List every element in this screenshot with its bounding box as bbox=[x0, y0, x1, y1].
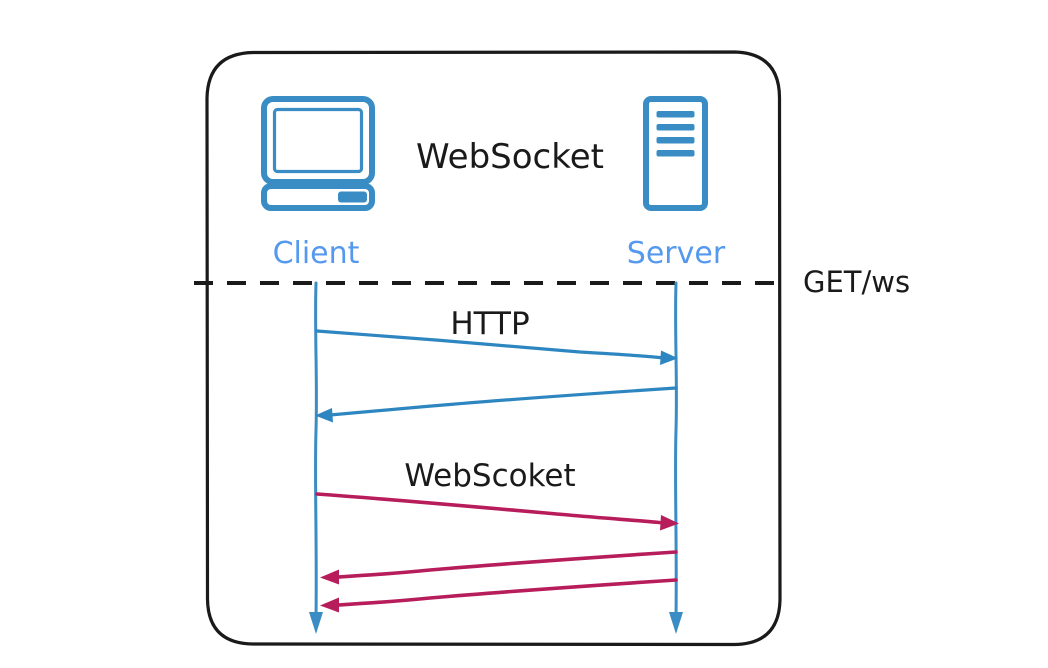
message-ws-frame-in-1-arrowhead bbox=[320, 569, 339, 585]
diagram-title: WebSocket bbox=[416, 137, 604, 177]
message-http-request bbox=[315, 329, 666, 360]
lifeline-server bbox=[674, 281, 678, 620]
rounded-frame bbox=[205, 50, 782, 647]
message-ws-frame-in-2-arrowhead bbox=[320, 597, 339, 613]
phase-label-websocket: WebScoket bbox=[404, 458, 575, 494]
message-ws-frame-out-arrowhead bbox=[660, 515, 679, 531]
message-http-response-arrowhead bbox=[315, 408, 333, 423]
lifeline-client-arrowhead bbox=[309, 612, 323, 634]
message-ws-frame-in-2 bbox=[336, 578, 678, 607]
lifeline-server-arrowhead bbox=[669, 612, 683, 634]
phase-label-http: HTTP bbox=[450, 306, 529, 342]
handshake-divider-label: GET/ws bbox=[803, 265, 910, 299]
participant-label-server: Server bbox=[627, 236, 726, 271]
message-http-request-arrowhead bbox=[660, 350, 678, 365]
server-tower-icon bbox=[643, 96, 708, 211]
message-ws-frame-out bbox=[315, 492, 666, 525]
message-http-response bbox=[328, 386, 678, 417]
desktop-computer-icon bbox=[261, 96, 375, 211]
message-ws-frame-in-1 bbox=[336, 550, 678, 579]
participant-label-client: Client bbox=[273, 236, 360, 271]
lifeline-client bbox=[314, 281, 318, 620]
